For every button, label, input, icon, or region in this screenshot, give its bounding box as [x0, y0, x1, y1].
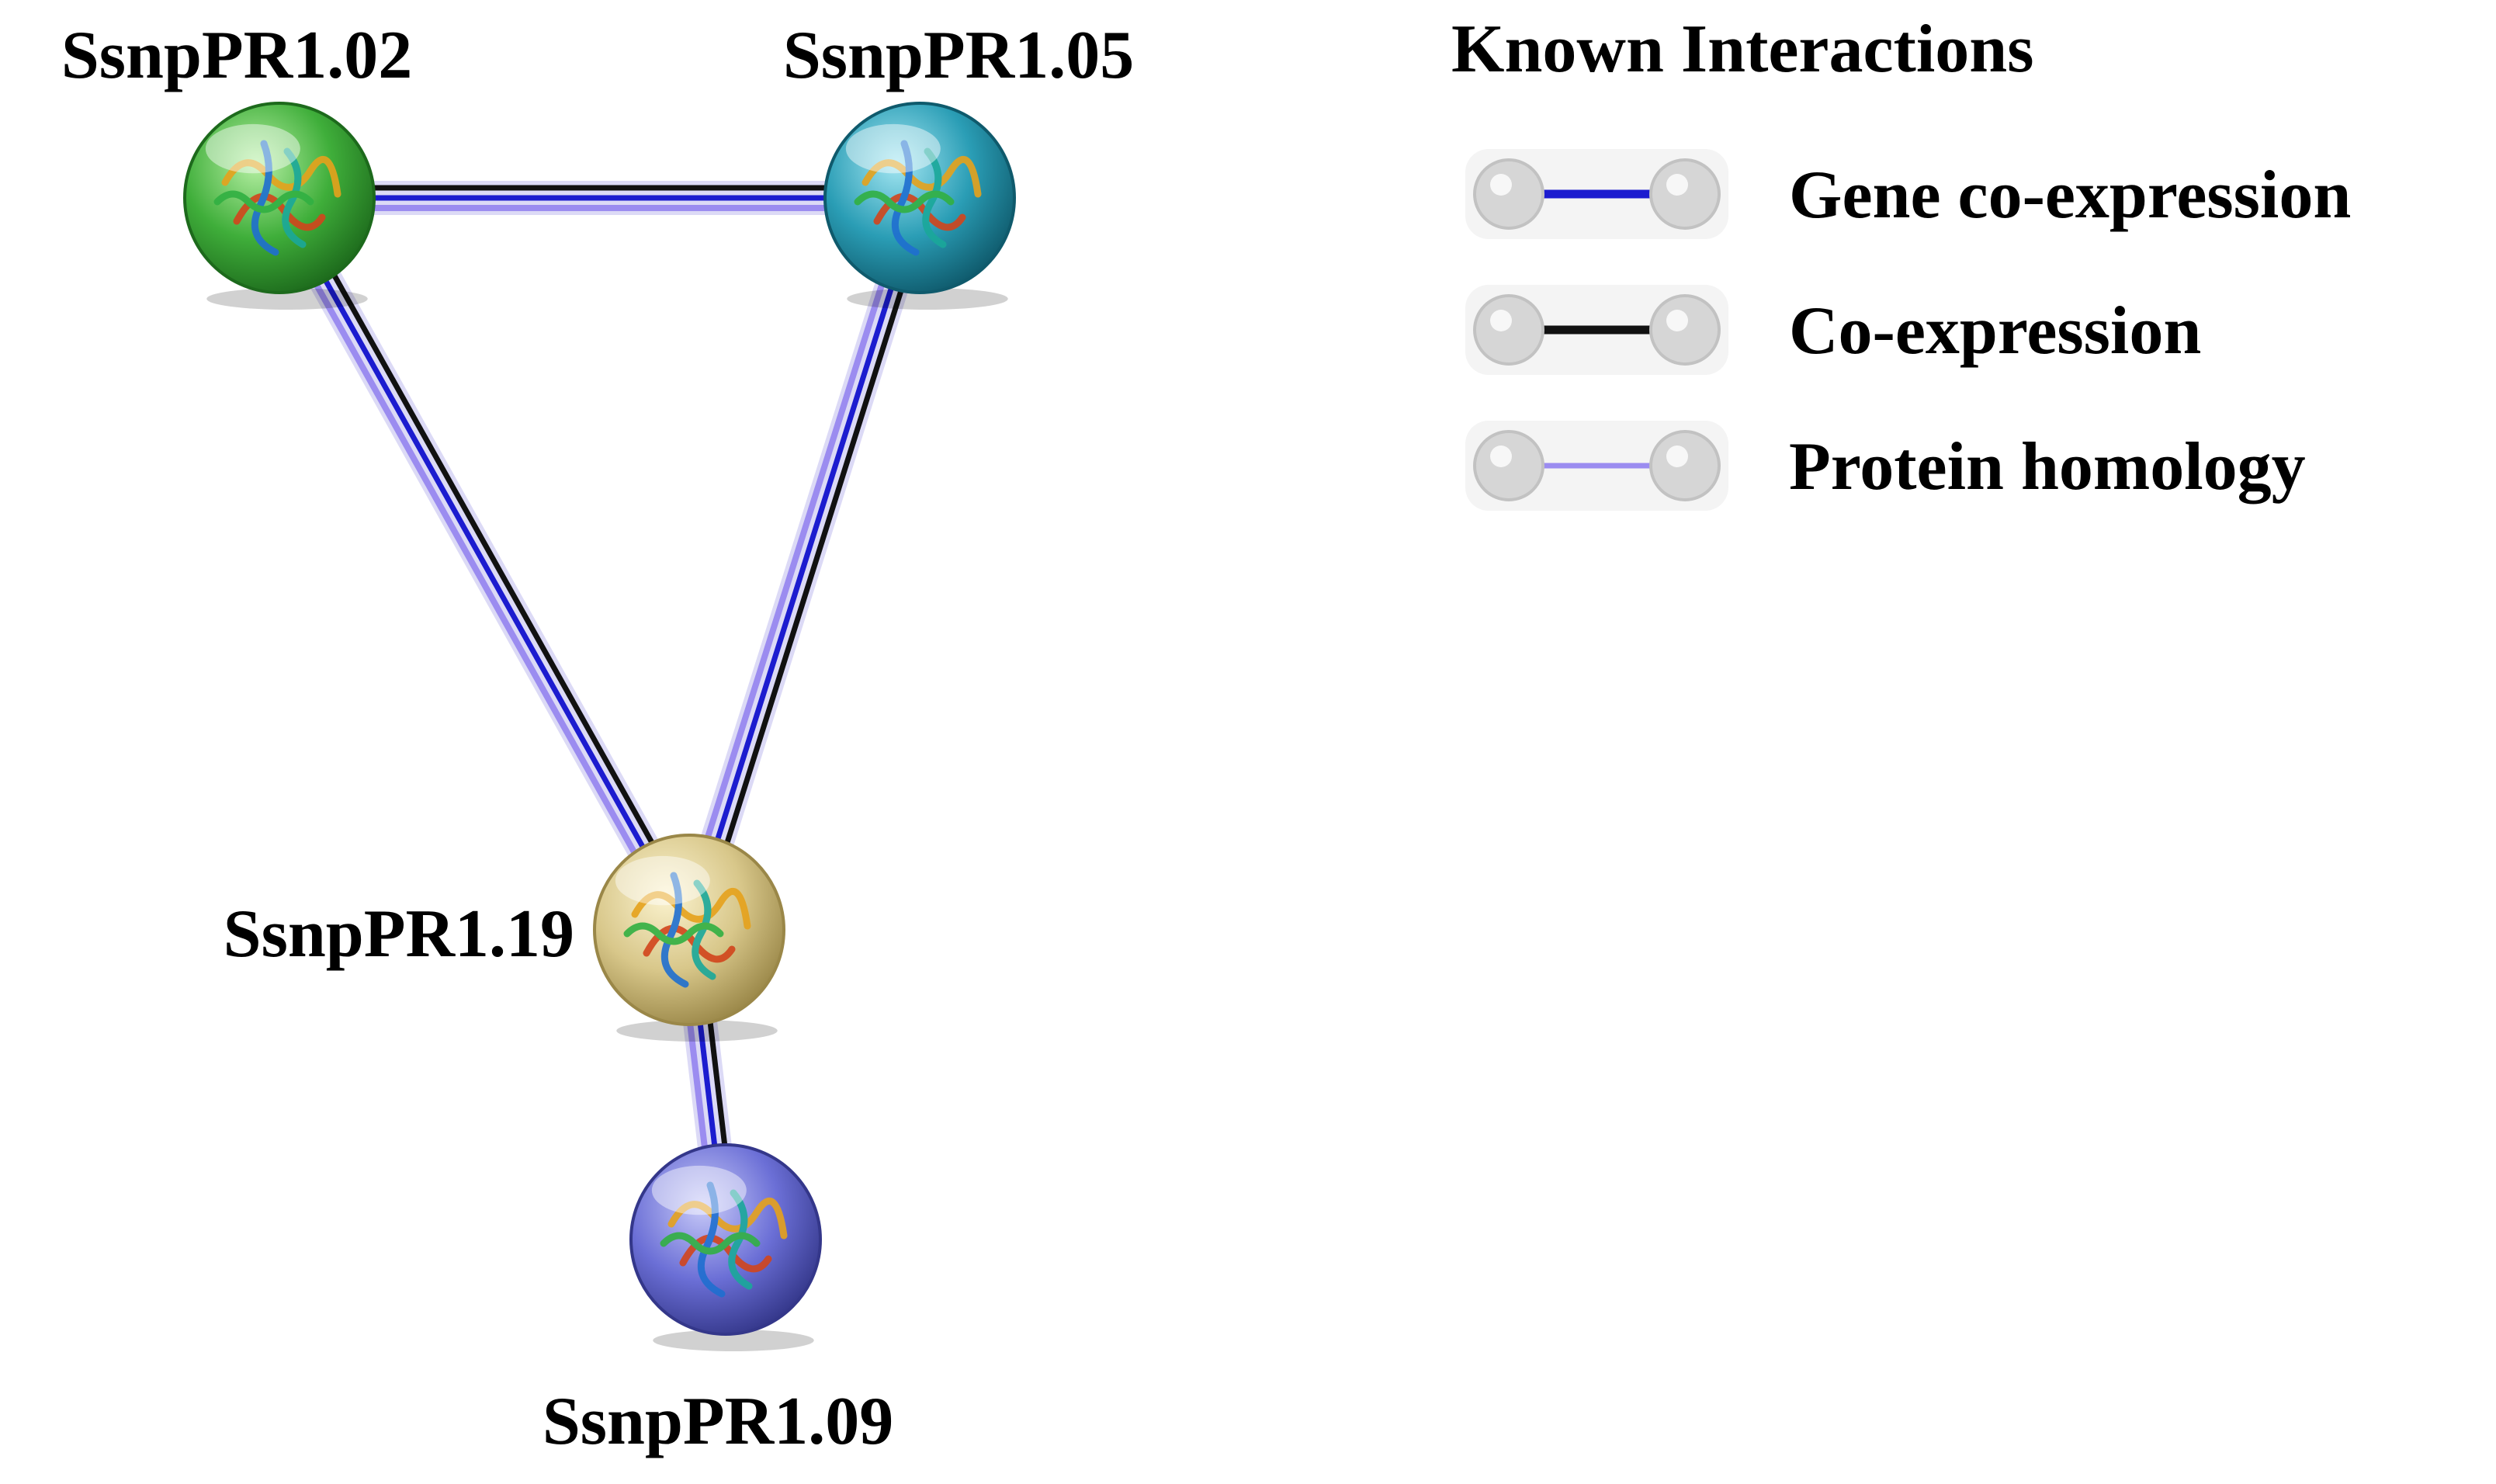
node-n05[interactable]: SsnpPR1.05 [783, 18, 1134, 310]
node-gloss [651, 1165, 747, 1215]
protein-structure-tan-icon [623, 872, 751, 988]
legend-node-icon [1649, 294, 1721, 366]
node-shadow [206, 288, 368, 310]
ribbon [623, 922, 724, 945]
legend-item-gene-coexpression: Gene co-expression [1465, 149, 2351, 239]
edge-n05-n19 [672, 181, 937, 947]
protein-structure-purple-icon [660, 1181, 788, 1298]
ribbon [213, 190, 314, 213]
node-gloss [205, 123, 300, 174]
legend-item-protein-homology: Protein homology [1465, 421, 2306, 511]
node-label: SsnpPR1.02 [61, 18, 412, 93]
edge-lane-coexpression [696, 199, 932, 934]
legend-node-icon [1473, 158, 1544, 230]
legend-item-label: Co-expression [1789, 293, 2201, 369]
edge-n02-n05 [262, 181, 937, 215]
ribbon [631, 888, 751, 930]
protein-structure-teal-icon [854, 140, 982, 256]
legend: Known Interactions Gene co-expressionCo-… [1451, 12, 2351, 511]
node-n19[interactable]: SsnpPR1.19 [224, 834, 785, 1042]
edge-lane-gene-coexpression [276, 196, 692, 931]
legend-node-gloss [1490, 310, 1512, 331]
legend-item-coexpression: Co-expression [1465, 285, 2201, 375]
edge-lane-gene-coexpression [686, 196, 923, 931]
node-n02[interactable]: SsnpPR1.02 [61, 18, 412, 310]
legend-item-label: Protein homology [1789, 429, 2306, 504]
legend-node-icon [1473, 294, 1544, 366]
ribbon [854, 190, 955, 213]
ribbon [861, 156, 982, 198]
node-shadow [653, 1330, 814, 1351]
node-gloss [615, 855, 710, 906]
legend-node-icon [1473, 430, 1544, 501]
ribbon [728, 1189, 753, 1290]
ribbon [667, 1198, 788, 1240]
legend-node-gloss [1666, 446, 1688, 467]
node-shadow [847, 288, 1008, 310]
legend-title: Known Interactions [1451, 12, 2034, 87]
node-shadow [616, 1020, 778, 1042]
node-gloss [845, 123, 941, 174]
node-label: SsnpPR1.19 [224, 896, 574, 972]
ribbon [692, 879, 716, 980]
legend-item-label: Gene co-expression [1789, 158, 2351, 233]
node-n09[interactable]: SsnpPR1.09 [543, 1143, 893, 1459]
ribbon [221, 156, 341, 198]
edge-lane-coexpression [286, 191, 701, 927]
edge-lane-protein-homology [268, 201, 684, 937]
legend-node-icon [1649, 430, 1721, 501]
edge-lane-protein-homology [676, 193, 913, 928]
node-label: SsnpPR1.09 [543, 1384, 893, 1459]
ribbon [922, 147, 947, 248]
legend-node-gloss [1490, 174, 1512, 196]
legend-node-gloss [1666, 174, 1688, 196]
legend-node-icon [1649, 158, 1721, 230]
ribbon [660, 1232, 761, 1255]
ribbon [282, 147, 307, 248]
protein-structure-green-icon [213, 140, 341, 256]
node-label: SsnpPR1.05 [783, 18, 1134, 93]
edge-n02-n19 [262, 181, 706, 947]
edges-layer [262, 181, 937, 1257]
legend-node-gloss [1666, 310, 1688, 331]
legend-node-gloss [1490, 446, 1512, 467]
